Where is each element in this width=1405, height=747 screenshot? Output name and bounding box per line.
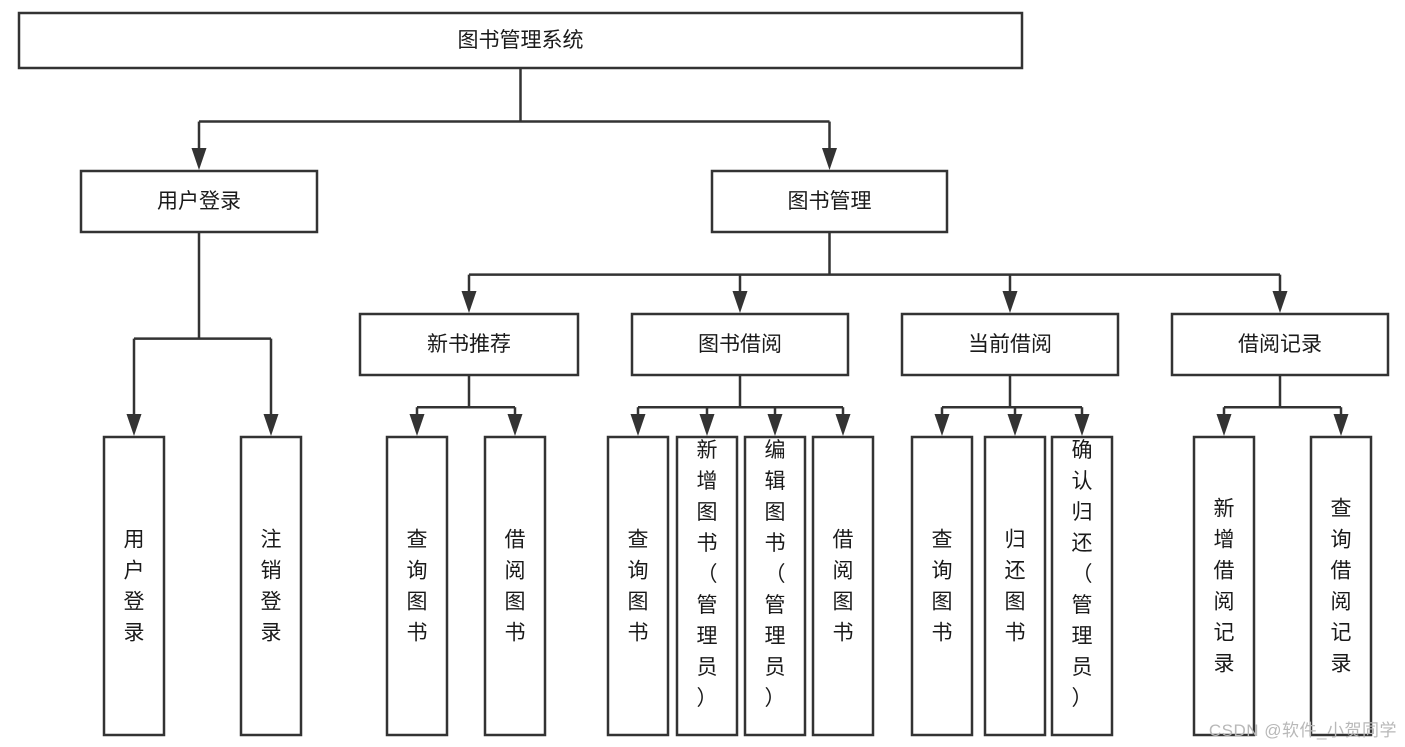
node-leaf-user-logout[interactable]: 注销登录 xyxy=(239,435,303,737)
node-leaf-cur-return[interactable]: 归还图书 xyxy=(983,435,1047,737)
node-leaf-borrow-query[interactable]: 查询图书 xyxy=(606,435,670,737)
node-leaf-borrow-add[interactable]: 新增图书（管理员） xyxy=(675,435,739,737)
nodes-layer: 图书管理系统用户登录图书管理新书推荐图书借阅当前借阅借阅记录用户登录注销登录查询… xyxy=(17,11,1390,737)
node-label: 借阅图书 xyxy=(505,528,526,644)
node-box[interactable] xyxy=(1192,435,1256,737)
node-leaf-cur-query[interactable]: 查询图书 xyxy=(910,435,974,737)
node-current-borrow[interactable]: 当前借阅 xyxy=(900,312,1120,377)
node-label: 新书推荐 xyxy=(427,333,511,356)
node-leaf-rec-search[interactable]: 查询借阅记录 xyxy=(1309,435,1373,737)
arrow-head-icon xyxy=(409,414,425,436)
node-box[interactable] xyxy=(900,312,1120,377)
node-label: 查询图书 xyxy=(407,528,428,644)
connector-group-new-book-rec xyxy=(409,375,523,436)
node-label: 当前借阅 xyxy=(968,333,1052,356)
node-box[interactable] xyxy=(385,435,449,737)
connector-group-current-borrow xyxy=(934,375,1090,436)
node-box[interactable] xyxy=(239,435,303,737)
node-label: 新增图书（管理员） xyxy=(697,439,718,710)
node-box[interactable] xyxy=(983,435,1047,737)
node-box[interactable] xyxy=(811,435,875,737)
node-root-system[interactable]: 图书管理系统 xyxy=(17,11,1024,70)
node-box[interactable] xyxy=(79,169,319,234)
node-label: 查询图书 xyxy=(628,528,649,644)
node-leaf-rec-borrow[interactable]: 借阅图书 xyxy=(483,435,547,737)
node-book-manage[interactable]: 图书管理 xyxy=(710,169,949,234)
node-book-borrow[interactable]: 图书借阅 xyxy=(630,312,850,377)
node-label: 确认归还（管理员） xyxy=(1072,439,1093,710)
node-label: 借阅记录 xyxy=(1238,333,1322,356)
node-box[interactable] xyxy=(710,169,949,234)
node-leaf-borrow-edit[interactable]: 编辑图书（管理员） xyxy=(743,435,807,737)
node-label: 新增借阅记录 xyxy=(1214,497,1235,675)
node-label: 查询借阅记录 xyxy=(1331,497,1352,675)
arrow-head-icon xyxy=(1216,414,1232,436)
node-box[interactable] xyxy=(606,435,670,737)
arrow-head-icon xyxy=(263,414,279,436)
arrow-head-icon xyxy=(1272,291,1288,313)
node-new-book-rec[interactable]: 新书推荐 xyxy=(358,312,580,377)
node-label: 编辑图书（管理员） xyxy=(765,439,786,710)
arrow-head-icon xyxy=(822,148,837,170)
node-box[interactable] xyxy=(630,312,850,377)
arrow-head-icon xyxy=(507,414,523,436)
node-box[interactable] xyxy=(102,435,166,737)
node-box[interactable] xyxy=(1170,312,1390,377)
arrow-head-icon xyxy=(732,291,748,313)
arrow-head-icon xyxy=(835,414,851,436)
node-leaf-cur-confirm[interactable]: 确认归还（管理员） xyxy=(1050,435,1114,737)
arrow-head-icon xyxy=(461,291,477,313)
connector-group-root xyxy=(191,68,837,170)
arrow-head-icon xyxy=(126,414,142,436)
node-label: 注销登录 xyxy=(261,528,282,644)
node-leaf-rec-add[interactable]: 新增借阅记录 xyxy=(1192,435,1256,737)
node-label: 用户登录 xyxy=(157,190,241,213)
node-leaf-borrow-lend[interactable]: 借阅图书 xyxy=(811,435,875,737)
node-leaf-user-login[interactable]: 用户登录 xyxy=(102,435,166,737)
arrow-head-icon xyxy=(1007,414,1023,436)
connector-group-book-borrow xyxy=(630,375,851,436)
connector-group-book-manage xyxy=(461,232,1288,313)
node-box[interactable] xyxy=(743,435,807,737)
node-borrow-record[interactable]: 借阅记录 xyxy=(1170,312,1390,377)
node-label: 查询图书 xyxy=(932,528,953,644)
connectors-layer xyxy=(126,68,1349,436)
connector-group-borrow-record xyxy=(1216,375,1349,436)
node-label: 用户登录 xyxy=(124,528,145,644)
connector-group-user-login xyxy=(126,232,279,436)
arrow-head-icon xyxy=(934,414,950,436)
arrow-head-icon xyxy=(630,414,646,436)
arrow-head-icon xyxy=(1002,291,1018,313)
arrow-head-icon xyxy=(191,148,207,170)
node-label: 归还图书 xyxy=(1005,528,1026,644)
node-box[interactable] xyxy=(910,435,974,737)
node-box[interactable] xyxy=(1309,435,1373,737)
watermark-label: CSDN @软件_小贺同学 xyxy=(1208,721,1397,740)
node-box[interactable] xyxy=(17,11,1024,70)
arrow-head-icon xyxy=(1074,414,1090,436)
node-label: 借阅图书 xyxy=(833,528,854,644)
arrow-head-icon xyxy=(1333,414,1349,436)
node-box[interactable] xyxy=(1050,435,1114,737)
node-label: 图书管理 xyxy=(788,190,872,213)
node-leaf-rec-query[interactable]: 查询图书 xyxy=(385,435,449,737)
node-box[interactable] xyxy=(483,435,547,737)
node-box[interactable] xyxy=(675,435,739,737)
node-label: 图书管理系统 xyxy=(458,29,584,52)
arrow-head-icon xyxy=(767,414,783,436)
node-box[interactable] xyxy=(358,312,580,377)
arrow-head-icon xyxy=(699,414,715,436)
node-user-login[interactable]: 用户登录 xyxy=(79,169,319,234)
node-label: 图书借阅 xyxy=(698,333,782,356)
